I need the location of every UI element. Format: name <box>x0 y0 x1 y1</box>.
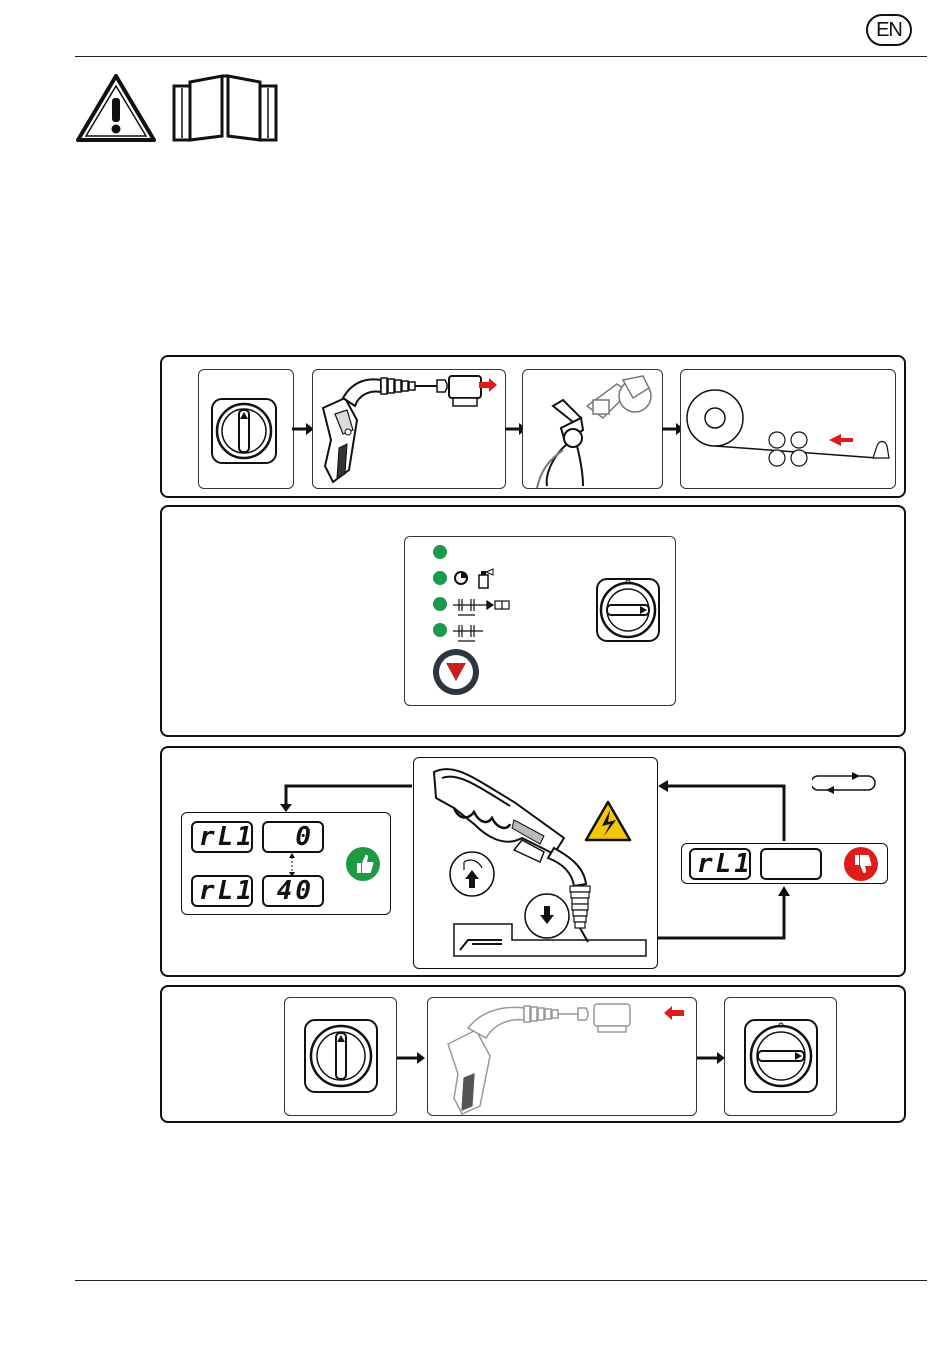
welding-torch-icon <box>313 370 506 489</box>
main-switch-off-icon <box>285 998 397 1116</box>
control-panel-frame <box>404 536 676 706</box>
status-led-1 <box>433 545 447 559</box>
status-led-4 <box>433 623 447 637</box>
wire-spool-icon <box>681 370 896 489</box>
footer-rule <box>75 1280 927 1281</box>
main-switch-off-frame <box>198 369 294 489</box>
wire-feed-frame <box>680 369 896 489</box>
welding-torch-faded-icon <box>428 998 697 1116</box>
flow-arrow <box>697 1050 727 1066</box>
main-switch-off-icon <box>199 370 294 489</box>
torch-attach-nozzle-frame <box>427 997 697 1116</box>
main-switch-on-frame <box>724 997 837 1116</box>
step-panel-3: rL1 0 rL1 40 <box>160 746 906 977</box>
main-switch-on-icon <box>595 577 661 643</box>
triangle-down-icon <box>444 661 468 683</box>
status-led-2 <box>433 571 447 585</box>
step-panel-4 <box>160 985 906 1123</box>
wire-pulse-icon <box>453 595 513 619</box>
flow-arrow <box>397 1050 427 1066</box>
main-switch-off-frame-2 <box>284 997 397 1116</box>
step-panel-1 <box>160 355 906 498</box>
main-switch-on-icon <box>725 998 837 1116</box>
status-led-3 <box>433 597 447 611</box>
torch-remove-nozzle-frame <box>312 369 506 489</box>
header-rule <box>75 56 927 57</box>
wire-inching-icon <box>453 621 493 645</box>
select-down-button[interactable] <box>433 649 479 695</box>
step-panel-2 <box>160 505 906 737</box>
cut-wire-frame <box>522 369 663 489</box>
flow-connectors <box>162 748 908 979</box>
read-manual-icon <box>170 72 280 144</box>
language-badge: EN <box>866 14 912 46</box>
gas-timer-icon <box>453 567 497 589</box>
warning-triangle-icon <box>74 72 158 144</box>
wire-cutter-icon <box>523 370 663 489</box>
